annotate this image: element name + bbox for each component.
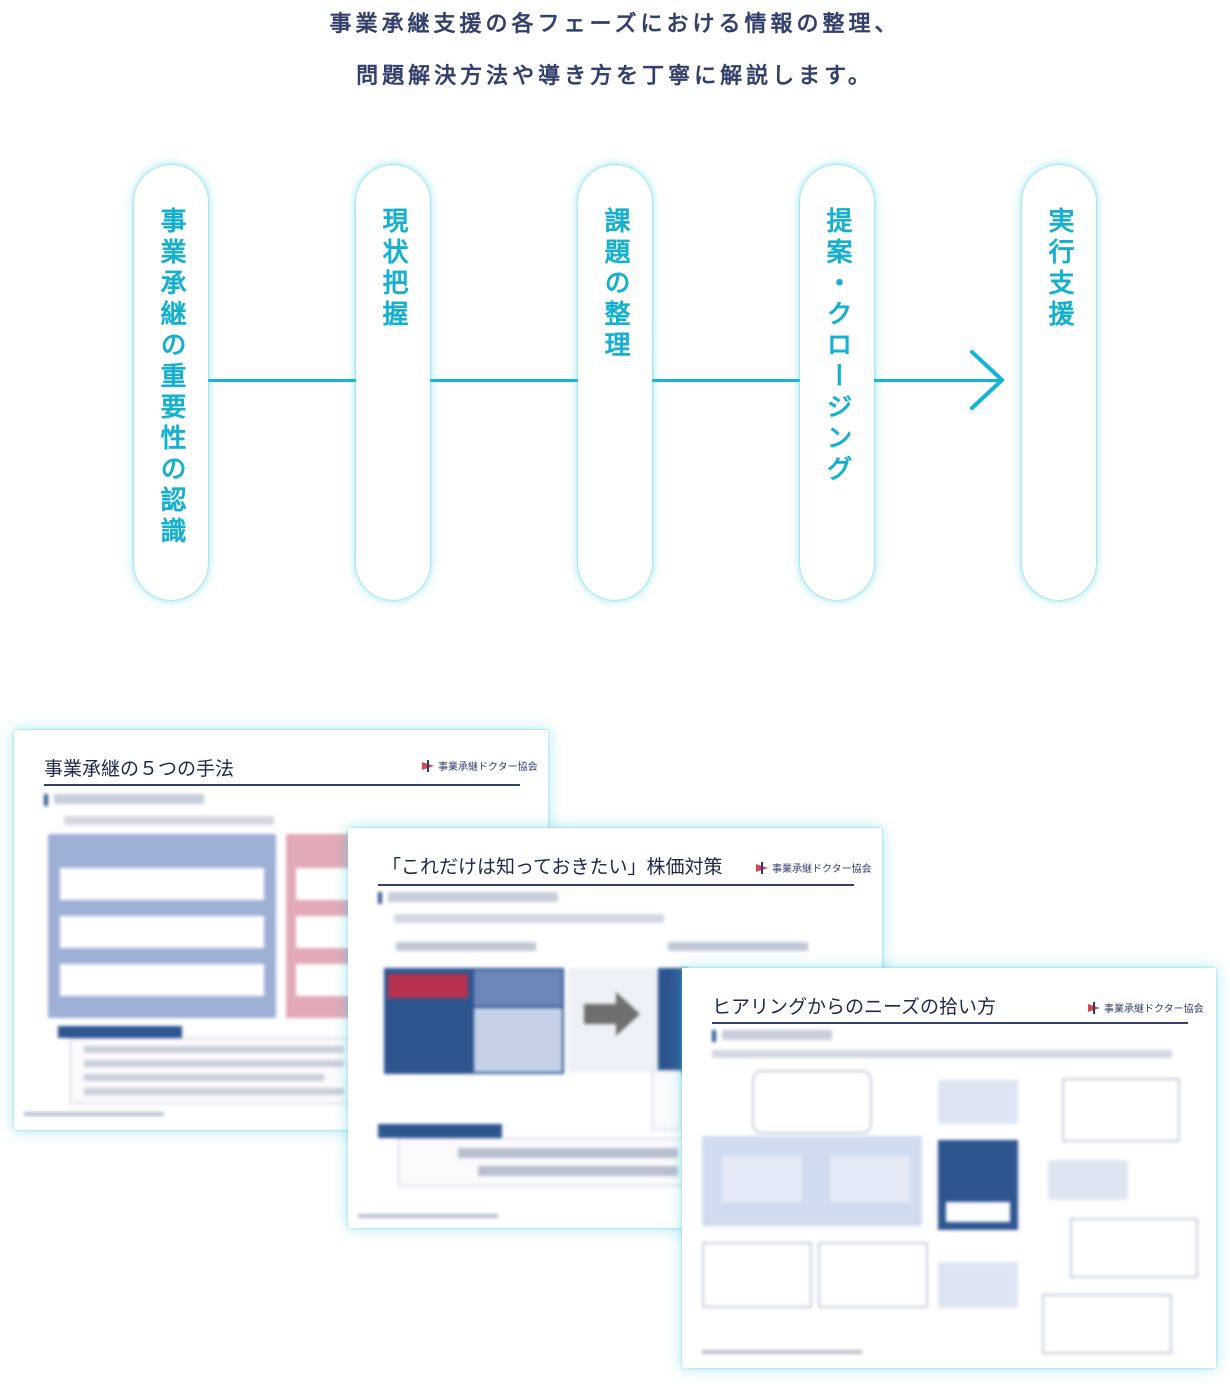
phase-pill-1: 事業承継の重要性の認識	[134, 165, 208, 600]
logo-name-1: 事業承継ドクター協会	[438, 762, 538, 773]
slide-logo-1: 事業承継ドクター協会	[422, 758, 538, 773]
slide-thumbnail-3: ヒアリングからのニーズの拾い方 事業承継ドクター協会	[682, 968, 1216, 1368]
logo-name-3: 事業承継ドクター協会	[1104, 1004, 1204, 1015]
intro-line-2: 問題解決方法や導き方を丁寧に解説します。	[356, 64, 874, 89]
phase-pill-3: 課題の整理	[578, 165, 652, 600]
logo-name-2: 事業承継ドクター協会	[772, 864, 872, 875]
slide-logo-3: 事業承継ドクター協会	[1088, 1000, 1204, 1015]
intro-line-1: 事業承継支援の各フェーズにおける情報の整理、	[329, 12, 901, 37]
phase-label-5: 実行支援	[1044, 207, 1074, 331]
phase-pill-4: 提案・クロージング	[800, 165, 874, 600]
phase-label-4: 提案・クロージング	[822, 207, 852, 486]
arrow-right-icon	[970, 350, 1004, 410]
phase-label-1: 事業承継の重要性の認識	[156, 207, 186, 548]
slide-title-1: 事業承継の５つの手法	[44, 758, 235, 780]
phase-label-2: 現状把握	[378, 207, 408, 331]
slide-rule-2	[378, 884, 854, 886]
association-logo-icon	[756, 861, 768, 874]
association-logo-icon	[422, 759, 434, 772]
slide-title-2: 「これだけは知っておきたい」株価対策	[382, 856, 723, 878]
slide-rule-1	[44, 784, 520, 786]
phase-pill-2: 現状把握	[356, 165, 430, 600]
slide-rule-3	[712, 1022, 1188, 1024]
slide-title-3: ヒアリングからのニーズの拾い方	[712, 996, 997, 1018]
phase-flow-diagram: 事業承継の重要性の認識 現状把握 課題の整理 提案・クロージング 実行支援	[0, 160, 1230, 610]
association-logo-icon	[1088, 1001, 1100, 1014]
phase-pill-5: 実行支援	[1022, 165, 1096, 600]
slide-logo-2: 事業承継ドクター協会	[756, 860, 872, 875]
phase-label-3: 課題の整理	[600, 207, 630, 362]
